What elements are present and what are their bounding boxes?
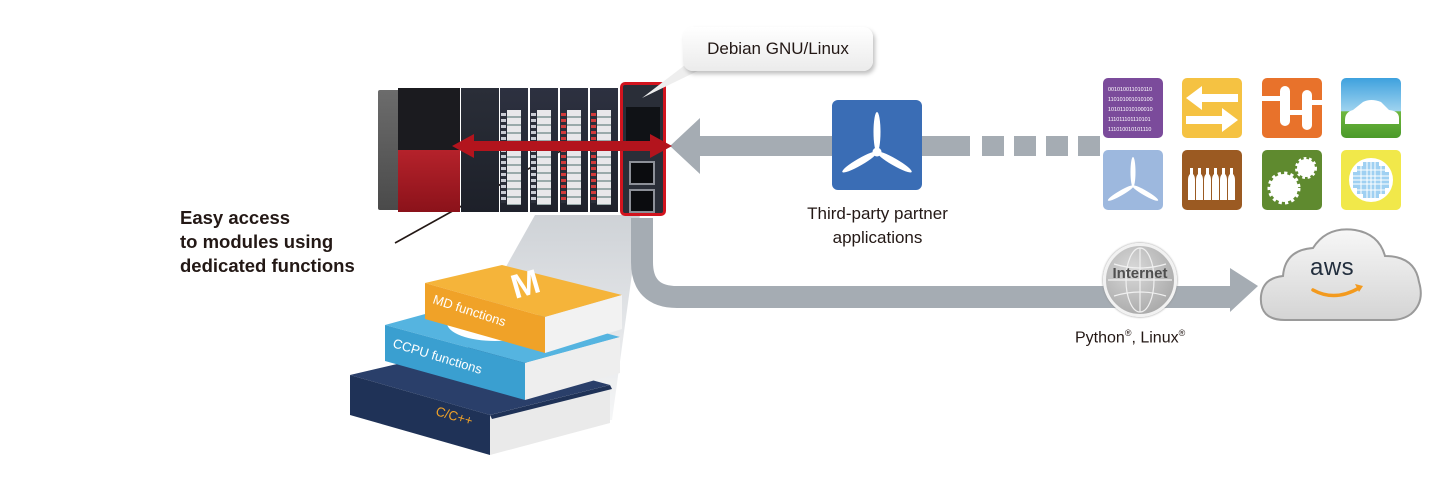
separator: ,	[1131, 329, 1141, 347]
car-icon	[1345, 100, 1399, 124]
partner-app-icon[interactable]	[832, 100, 922, 190]
svg-text:001010011010110: 001010011010110	[1108, 87, 1152, 93]
svg-text:110101001010100: 110101001010100	[1108, 97, 1153, 103]
linux-text: Linux	[1140, 329, 1179, 347]
tech-footnote: Python®, Linux®	[1075, 328, 1185, 347]
svg-text:111011101110101: 111011101110101	[1108, 117, 1151, 123]
piping-icon	[1262, 86, 1322, 130]
wind-turbine-icon	[1107, 157, 1159, 201]
cloud-arrow	[631, 218, 1258, 312]
callout-tail	[642, 65, 710, 98]
feature-label: Easy access to modules using dedicated f…	[180, 206, 355, 278]
svg-text:101011010100010: 101011010100010	[1108, 107, 1153, 113]
partner-line-2: applications	[832, 228, 923, 247]
aws-smile-icon	[1311, 286, 1361, 298]
tile-semiconductor[interactable]	[1341, 150, 1401, 210]
propeller-icon	[842, 112, 912, 173]
tile-automotive[interactable]	[1341, 78, 1401, 138]
partner-line-1: Third-party partner	[807, 204, 948, 223]
tile-bottling[interactable]	[1182, 150, 1242, 210]
tile-piping[interactable]	[1262, 78, 1322, 138]
aws-cloud[interactable]	[1255, 222, 1430, 330]
tile-wind[interactable]	[1103, 150, 1163, 210]
dash-3	[1046, 136, 1068, 156]
book-stack: M MD functions CCPU functions C/C++	[350, 265, 622, 455]
dash-1	[982, 136, 1004, 156]
os-callout	[683, 27, 873, 71]
python-text: Python	[1075, 329, 1125, 347]
gears-icon	[1267, 157, 1317, 205]
bottles-icon	[1188, 168, 1235, 200]
exchange-arrows-icon	[1186, 86, 1238, 132]
internet-label: Internet	[1112, 265, 1168, 282]
reg-mark: ®	[1178, 328, 1186, 338]
tile-machinery[interactable]	[1262, 150, 1322, 210]
dash-2	[1014, 136, 1036, 156]
binary-data-icon: 001010011010110 110101001010100 10101101…	[1108, 87, 1153, 133]
label-line-3: dedicated functions	[180, 255, 355, 276]
os-callout-text: Debian GNU/Linux	[707, 39, 849, 58]
aws-logo-text: aws	[1310, 254, 1355, 281]
label-line-1: Easy access	[180, 207, 291, 228]
partner-caption: Third-party partner applications	[780, 202, 975, 250]
reg-mark: ®	[1124, 328, 1132, 338]
tile-exchange[interactable]	[1182, 78, 1242, 138]
power-supply-front	[398, 150, 460, 212]
svg-text:111010010101110: 111010010101110	[1108, 127, 1151, 133]
label-line-2: to modules using	[180, 231, 334, 252]
internet-globe	[1103, 243, 1177, 317]
partner-arrow	[670, 118, 1100, 174]
wafer-icon	[1349, 158, 1393, 202]
base-unit	[378, 90, 400, 210]
double-arrow	[452, 134, 672, 158]
dash-4	[1078, 136, 1100, 156]
tile-binary-data[interactable]: 001010011010110 110101001010100 10101101…	[1103, 78, 1163, 138]
globe-icon	[1108, 247, 1172, 313]
